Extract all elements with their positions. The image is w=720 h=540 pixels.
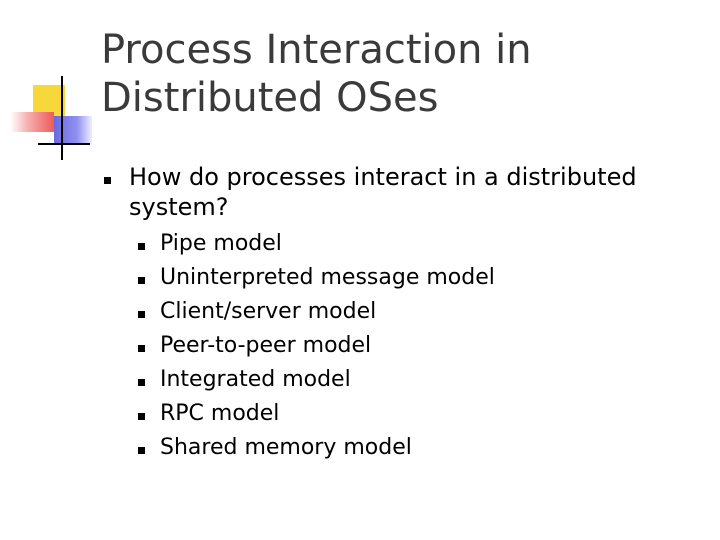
- bullet-square-icon: [138, 311, 145, 318]
- bullet-square-icon: [104, 177, 111, 184]
- list-item: Peer-to-peer model: [130, 331, 495, 365]
- bullet-square-icon: [138, 243, 145, 250]
- bullet-square-icon: [138, 413, 145, 420]
- logo-vertical-line: [61, 76, 63, 160]
- question-text: How do processes interact in a distribut…: [129, 163, 637, 221]
- logo-horizontal-line: [38, 143, 90, 145]
- bullet-square-icon: [138, 277, 145, 284]
- list-item: RPC model: [130, 399, 495, 433]
- list-item-label: Peer-to-peer model: [160, 333, 372, 358]
- models-list: Pipe model Uninterpreted message model C…: [130, 229, 495, 467]
- list-item-label: Pipe model: [160, 231, 282, 256]
- list-item-label: RPC model: [160, 401, 280, 426]
- slide-title-line-1: Process Interaction in: [101, 27, 532, 73]
- list-item: Integrated model: [130, 365, 495, 399]
- list-item: Pipe model: [130, 229, 495, 263]
- list-item-label: Shared memory model: [160, 435, 412, 460]
- list-item-label: Client/server model: [160, 299, 377, 324]
- list-item: Shared memory model: [130, 433, 495, 467]
- list-item: Uninterpreted message model: [130, 263, 495, 297]
- logo-red-bar: [10, 112, 54, 132]
- list-item: Client/server model: [130, 297, 495, 331]
- bullet-square-icon: [138, 345, 145, 352]
- bullet-square-icon: [138, 447, 145, 454]
- slide-title-line-2: Distributed OSes: [101, 75, 439, 121]
- list-item-label: Integrated model: [160, 367, 351, 392]
- logo-blue-square: [54, 116, 92, 144]
- bullet-square-icon: [138, 379, 145, 386]
- slide-title: Process Interaction in Distributed OSes: [101, 26, 701, 122]
- list-item-label: Uninterpreted message model: [160, 265, 495, 290]
